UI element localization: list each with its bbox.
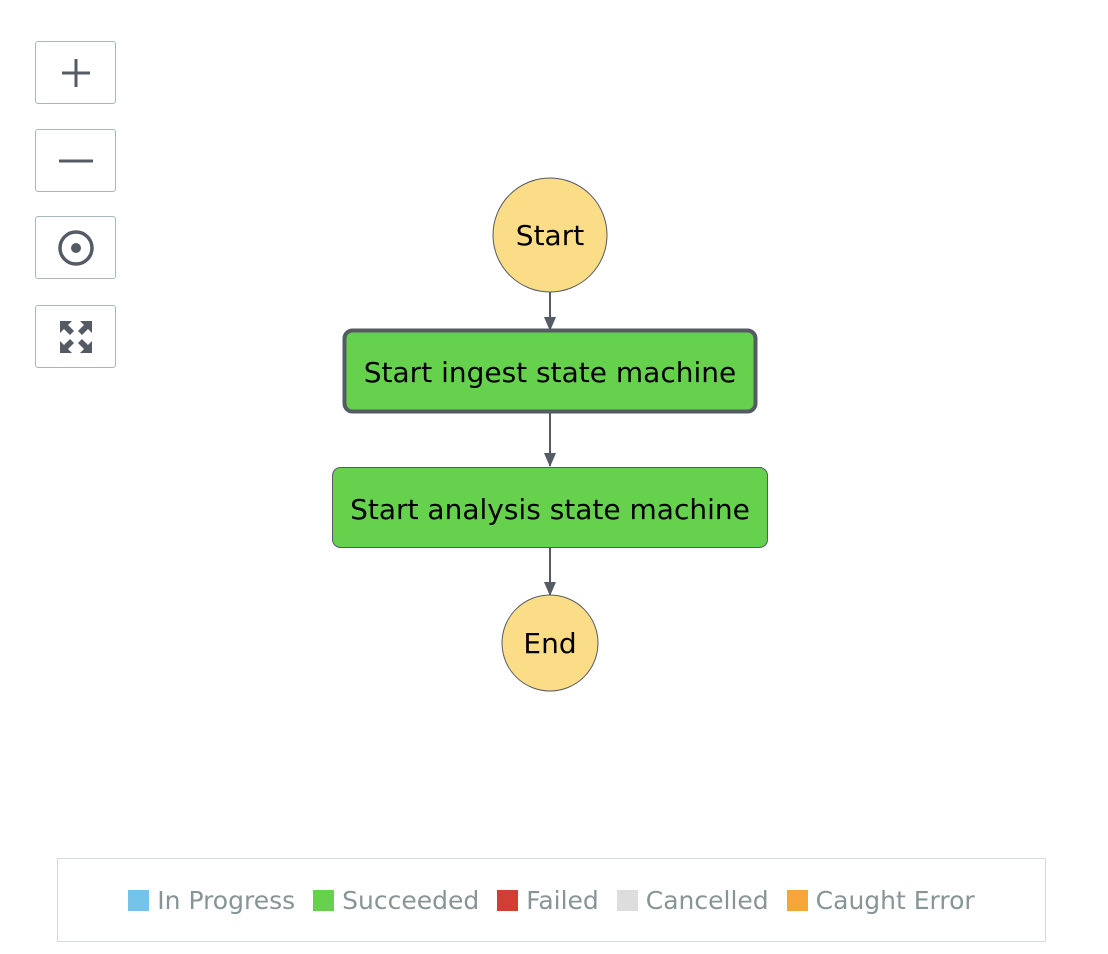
- legend-item-caught-error: Caught Error: [786, 885, 975, 915]
- expand-arrows-icon: [59, 320, 92, 353]
- legend-swatch: [497, 889, 519, 911]
- legend-label: Succeeded: [342, 885, 480, 915]
- status-legend: In Progress Succeeded Failed Cancelled C…: [57, 858, 1046, 942]
- end-node-label: End: [523, 627, 576, 660]
- legend-label: In Progress: [157, 885, 296, 915]
- legend-label: Caught Error: [815, 885, 975, 915]
- zoom-in-button[interactable]: [35, 41, 116, 104]
- legend-swatch: [128, 889, 150, 911]
- state-node-analysis-label: Start analysis state machine: [350, 493, 750, 526]
- state-node-ingest[interactable]: Start ingest state machine: [342, 328, 758, 414]
- legend-item-failed: Failed: [497, 886, 599, 915]
- legend-item-cancelled: Cancelled: [616, 885, 769, 915]
- center-graph-button[interactable]: [35, 216, 116, 279]
- end-node[interactable]: End: [501, 594, 599, 692]
- fit-to-screen-button[interactable]: [35, 305, 116, 368]
- legend-label: Failed: [526, 885, 599, 915]
- state-node-ingest-label: Start ingest state machine: [364, 356, 736, 389]
- legend-swatch: [313, 889, 335, 911]
- legend-item-in-progress: In Progress: [128, 886, 295, 915]
- state-node-analysis[interactable]: Start analysis state machine: [332, 467, 768, 548]
- legend-swatch: [786, 889, 808, 911]
- legend-item-succeeded: Succeeded: [313, 886, 479, 915]
- legend-label: Cancelled: [645, 885, 769, 915]
- legend-swatch: [616, 889, 638, 911]
- start-node-label: Start: [516, 219, 584, 252]
- plus-icon: [61, 58, 90, 87]
- zoom-out-button[interactable]: [35, 129, 116, 192]
- minus-icon: [58, 159, 93, 162]
- target-icon: [57, 229, 94, 266]
- start-node[interactable]: Start: [492, 177, 608, 293]
